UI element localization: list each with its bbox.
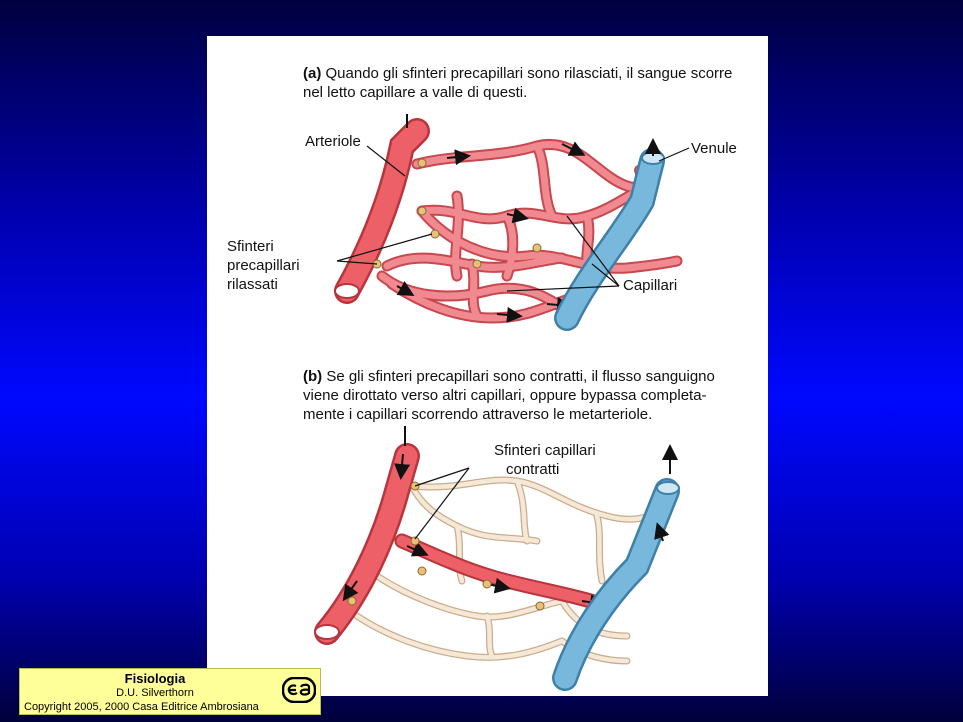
label-sphincters-relaxed-3: rilassati <box>227 275 278 294</box>
caption-b-line2: viene dirottato verso altri capillari, o… <box>303 387 707 404</box>
credit-author: D.U. Silverthorn <box>20 687 290 699</box>
label-arteriole-a: Arteriole <box>305 132 361 151</box>
label-capillaries: Capillari <box>623 276 677 295</box>
caption-b-tag: (b) <box>303 368 322 385</box>
ea-logo-icon <box>282 677 316 703</box>
label-sphincters-contracted-1: Sfinteri capillari <box>494 441 596 460</box>
label-sphincters-contracted-2: contratti <box>506 460 559 479</box>
caption-a-line2: nel letto capillare a valle di questi. <box>303 84 527 101</box>
credit-box: Fisiologia D.U. Silverthorn Copyright 20… <box>19 668 321 715</box>
panel-b-diagram <box>315 426 679 678</box>
label-sphincters-relaxed-1: Sfinteri <box>227 237 274 256</box>
label-sphincters-relaxed-2: precapillari <box>227 256 300 275</box>
microcirculation-diagram <box>207 36 768 696</box>
caption-a-tag: (a) <box>303 65 321 82</box>
caption-b-line3: mente i capillari scorrendo attraverso l… <box>303 406 652 423</box>
label-venule-a: Venule <box>691 139 737 158</box>
figure-panel: (a) Quando gli sfinteri precapillari son… <box>207 36 768 696</box>
caption-a-line1: Quando gli sfinteri precapillari sono ri… <box>321 65 732 82</box>
caption-a: (a) Quando gli sfinteri precapillari son… <box>303 64 763 102</box>
caption-b-line1: Se gli sfinteri precapillari sono contra… <box>322 368 715 385</box>
credit-copyright: Copyright 2005, 2000 Casa Editrice Ambro… <box>24 701 259 713</box>
credit-title: Fisiologia <box>20 671 290 686</box>
caption-b: (b) Se gli sfinteri precapillari sono co… <box>303 367 763 424</box>
